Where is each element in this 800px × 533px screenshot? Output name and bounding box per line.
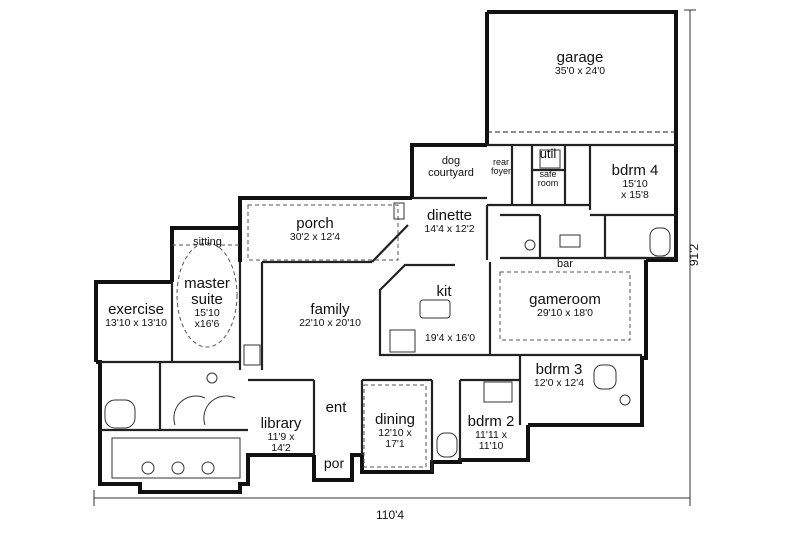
util-label: util [532,147,564,161]
porch-name: porch [296,215,334,232]
dinette-name: dinette [426,207,473,224]
overall-width: 110'4 [376,508,405,522]
exercise-dims: 13'10 x 13'10 [105,316,167,329]
library-dims: 11'9 x [267,430,295,443]
dog-courtyard-name2: courtyard [428,166,474,179]
bdrm4-dims: 15'10 [622,177,648,190]
dog-courtyard-label: dog courtyard [416,155,486,179]
dog-courtyard-name: dog [441,155,461,167]
por-label: por [316,456,352,471]
overall-depth: 91'2 [687,243,702,267]
exterior-walls [94,10,678,494]
bdrm4-label: bdrm 4 15'10 x 15'8 [600,163,670,201]
garage-label: garage 35'0 x 24'0 [530,50,630,77]
bdrm2-dims2: 11'10 [478,439,504,452]
ent-label: ent [316,400,356,416]
master-dims: 15'10 [194,306,220,319]
safe-room-name2: room [537,178,559,189]
interior-walls [100,131,676,472]
gameroom-dims: 29'10 x 18'0 [537,306,593,319]
family-label: family 22'10 x 20'10 [280,302,380,329]
dining-name: dining [374,411,416,428]
library-dims2: 14'2 [271,441,291,454]
dining-label: dining 12'10 x 17'1 [364,412,426,450]
family-dims: 22'10 x 20'10 [299,316,361,329]
master-name2: suite [191,290,223,308]
bdrm2-dims: 11'11 x [475,428,507,441]
kit-label: kit [426,284,462,300]
bdrm3-label: bdrm 3 12'0 x 12'4 [525,362,593,389]
safe-room-name: safe [539,169,557,179]
sitting-label: sitting [180,236,235,249]
ent-name: ent [325,399,347,416]
gameroom-label: gameroom 29'10 x 18'0 [515,292,615,319]
garage-name: garage [556,49,604,66]
kit-name: kit [436,283,452,300]
rear-foyer-label: rear foyer [486,157,516,177]
dining-dims2: 17'1 [385,437,405,450]
master-dims2: x16'6 [194,317,220,330]
bdrm2-name: bdrm 2 [467,413,515,430]
bdrm4-name: bdrm 4 [611,162,659,179]
porch-label: porch 30'2 x 12'4 [270,216,360,243]
bdrm2-label: bdrm 2 11'11 x 11'10 [462,414,520,452]
sitting-name: sitting [193,236,222,248]
bar-name: bar [557,258,573,270]
bdrm4-dims2: x 15'8 [621,188,649,201]
dashed-outlines [172,204,631,468]
porch-dims: 30'2 x 12'4 [289,230,341,243]
safe-room-label: safe room [532,169,564,189]
kit-dims: 19'4 x 16'0 [424,332,476,344]
bdrm3-name: bdrm 3 [535,361,583,378]
garage-dims: 35'0 x 24'0 [554,64,606,77]
kit-dims-label: 19'4 x 16'0 [414,332,486,344]
library-name: library [260,415,302,432]
util-name: util [539,146,557,161]
gameroom-name: gameroom [529,291,601,308]
dimension-lines [93,9,696,506]
rear-foyer-name: rear [492,157,509,167]
family-name: family [310,301,350,318]
master-name: master [184,275,230,292]
master-suite-label: master suite 15'10 x16'6 [177,276,237,330]
library-label: library 11'9 x 14'2 [252,416,310,454]
por-name: por [323,455,345,471]
dining-dims: 12'10 x [378,426,412,439]
exercise-name: exercise [108,301,164,318]
exercise-label: exercise 13'10 x 13'10 [100,302,172,329]
dinette-label: dinette 14'4 x 12'2 [412,208,487,235]
bdrm3-dims: 12'0 x 12'4 [533,376,585,389]
dinette-dims: 14'4 x 12'2 [424,222,475,235]
rear-foyer-name2: foyer [490,166,511,177]
bar-label: bar [550,258,580,271]
fixtures [104,149,671,479]
